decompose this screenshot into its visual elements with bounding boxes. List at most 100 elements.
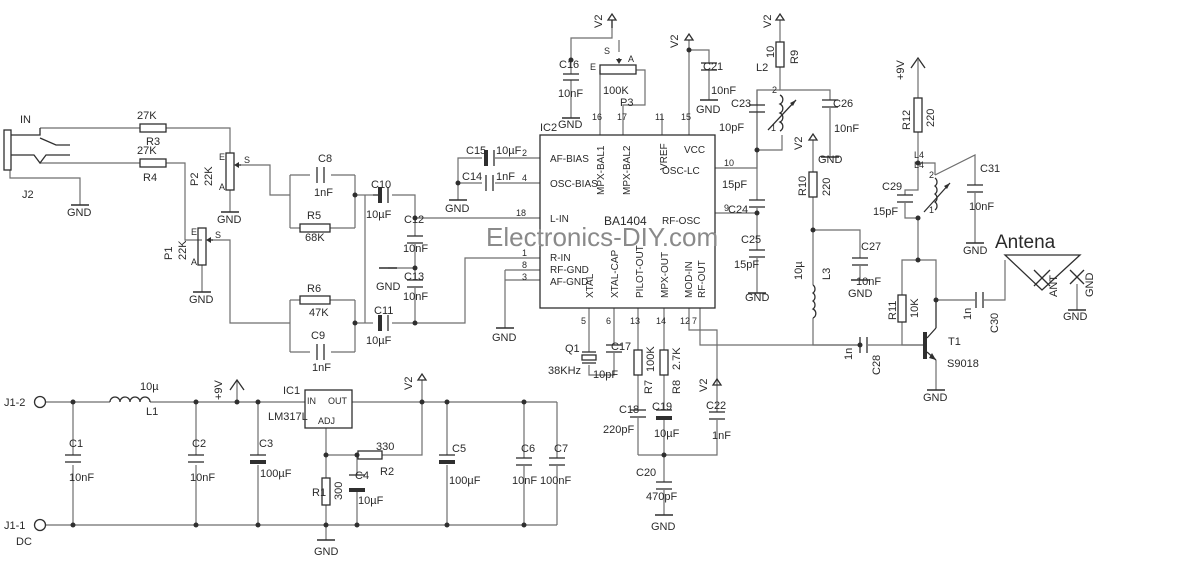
plus9v-symbol: +9V bbox=[895, 56, 926, 80]
svg-text:10µF: 10µF bbox=[496, 145, 522, 157]
svg-text:V2: V2 bbox=[698, 379, 710, 392]
pin-mpx-out: MPX-OUT bbox=[660, 252, 671, 298]
svg-text:GND: GND bbox=[745, 292, 770, 304]
v2-symbol: V2 bbox=[698, 377, 723, 392]
svg-text:68K: 68K bbox=[305, 232, 325, 244]
svg-text:R1: R1 bbox=[312, 487, 326, 499]
svg-text:10K: 10K bbox=[909, 298, 921, 318]
inductors: 10µ L1 10µ L3 L2 2 1 L4 L4 2 1 bbox=[109, 62, 951, 418]
potentiometer-p2: S E A P2 22K bbox=[189, 152, 250, 192]
svg-text:C6: C6 bbox=[521, 443, 535, 455]
power-terminals: J1-2 J1-1 DC bbox=[4, 395, 47, 548]
gnd-symbol: GND bbox=[217, 211, 242, 226]
svg-text:C17: C17 bbox=[611, 341, 631, 353]
svg-text:C10: C10 bbox=[371, 179, 391, 191]
svg-text:R11: R11 bbox=[887, 301, 899, 320]
svg-text:V2: V2 bbox=[593, 15, 605, 28]
svg-text:C14: C14 bbox=[462, 171, 482, 183]
resistor-r4: 27K R4 bbox=[137, 145, 167, 184]
ic-lm317l: IC1 LM317L IN OUT ADJ bbox=[268, 385, 353, 429]
svg-text:L1: L1 bbox=[146, 406, 158, 418]
svg-text:R7: R7 bbox=[643, 380, 655, 394]
ant-pin: ANT bbox=[1048, 275, 1060, 297]
svg-text:15pF: 15pF bbox=[722, 179, 747, 191]
pin-num: 1 bbox=[522, 248, 527, 258]
pin-num: 13 bbox=[630, 316, 640, 326]
svg-text:C8: C8 bbox=[318, 153, 332, 165]
svg-text:C27: C27 bbox=[861, 241, 881, 253]
svg-text:R4: R4 bbox=[143, 172, 157, 184]
svg-text:1nF: 1nF bbox=[314, 187, 333, 199]
ic2-part: BA1404 bbox=[604, 214, 647, 228]
svg-text:C13: C13 bbox=[404, 271, 424, 283]
svg-text:GND: GND bbox=[963, 245, 988, 257]
v2-symbol: V2 bbox=[793, 132, 819, 150]
capacitor-c17: C17 10pF bbox=[593, 341, 631, 381]
pin-xtal-cap: XTAL-CAP bbox=[610, 250, 621, 298]
svg-text:300: 300 bbox=[333, 482, 345, 500]
pin-num: 3 bbox=[522, 272, 527, 282]
svg-text:A: A bbox=[191, 257, 197, 267]
svg-text:10µ: 10µ bbox=[140, 381, 159, 393]
pin-vref: VREF bbox=[659, 143, 670, 170]
svg-text:10pF: 10pF bbox=[593, 369, 618, 381]
svg-text:10nF: 10nF bbox=[403, 291, 428, 303]
svg-text:C16: C16 bbox=[559, 59, 579, 71]
resistor-r3: 27K R3 bbox=[137, 110, 167, 148]
capacitor-c22: C22 1nF bbox=[706, 400, 731, 442]
svg-text:C1: C1 bbox=[69, 438, 83, 450]
svg-text:10µF: 10µF bbox=[358, 495, 384, 507]
resistor-r2: 330 R2 bbox=[357, 441, 394, 478]
svg-text:R3: R3 bbox=[146, 136, 160, 148]
svg-text:R9: R9 bbox=[789, 50, 801, 64]
capacitor-c12: C12 10nF bbox=[403, 214, 428, 255]
resistor-r11: R11 10K bbox=[887, 294, 921, 323]
svg-text:1n: 1n bbox=[962, 308, 974, 320]
svg-text:C24: C24 bbox=[728, 204, 748, 216]
svg-text:P2: P2 bbox=[189, 173, 201, 186]
potentiometers: S E A P2 22K S E A P1 22K S E A 100K P3 bbox=[163, 46, 637, 267]
svg-text:GND: GND bbox=[314, 546, 339, 558]
svg-text:38KHz: 38KHz bbox=[548, 365, 581, 377]
svg-text:GND: GND bbox=[923, 392, 948, 404]
svg-text:J1-2: J1-2 bbox=[4, 397, 25, 409]
svg-text:C5: C5 bbox=[452, 443, 466, 455]
svg-text:100nF: 100nF bbox=[540, 475, 571, 487]
capacitor-c16: C16 10nF bbox=[558, 59, 583, 100]
pin-num: 11 bbox=[655, 112, 664, 122]
gnd-symbol: GND bbox=[963, 242, 988, 257]
svg-text:C3: C3 bbox=[259, 438, 273, 450]
svg-text:C11: C11 bbox=[374, 305, 393, 317]
svg-text:15pF: 15pF bbox=[734, 259, 759, 271]
watermark: Electronics-DIY.com bbox=[486, 222, 718, 252]
svg-text:GND: GND bbox=[189, 294, 214, 306]
svg-text:C22: C22 bbox=[706, 400, 726, 412]
svg-text:1nF: 1nF bbox=[712, 430, 731, 442]
pin-num: 6 bbox=[606, 316, 611, 326]
svg-text:22K: 22K bbox=[203, 166, 215, 186]
svg-text:GND: GND bbox=[1084, 273, 1096, 298]
resistor-r1: R1 300 bbox=[312, 477, 345, 506]
jack-in-label: IN bbox=[20, 114, 31, 126]
junction-dots bbox=[70, 47, 939, 528]
svg-text:10nF: 10nF bbox=[558, 88, 583, 100]
svg-text:2: 2 bbox=[929, 170, 934, 180]
capacitor-c8: C8 1nF bbox=[314, 153, 333, 199]
svg-text:10nF: 10nF bbox=[403, 243, 428, 255]
pin-num: 7 bbox=[692, 316, 697, 326]
svg-text:C12: C12 bbox=[404, 214, 424, 226]
svg-text:GND: GND bbox=[848, 288, 873, 300]
svg-text:J1-1: J1-1 bbox=[4, 520, 25, 532]
resistor-r9: 10 R9 bbox=[765, 41, 801, 68]
svg-text:R5: R5 bbox=[307, 210, 321, 222]
svg-text:22K: 22K bbox=[177, 240, 189, 260]
